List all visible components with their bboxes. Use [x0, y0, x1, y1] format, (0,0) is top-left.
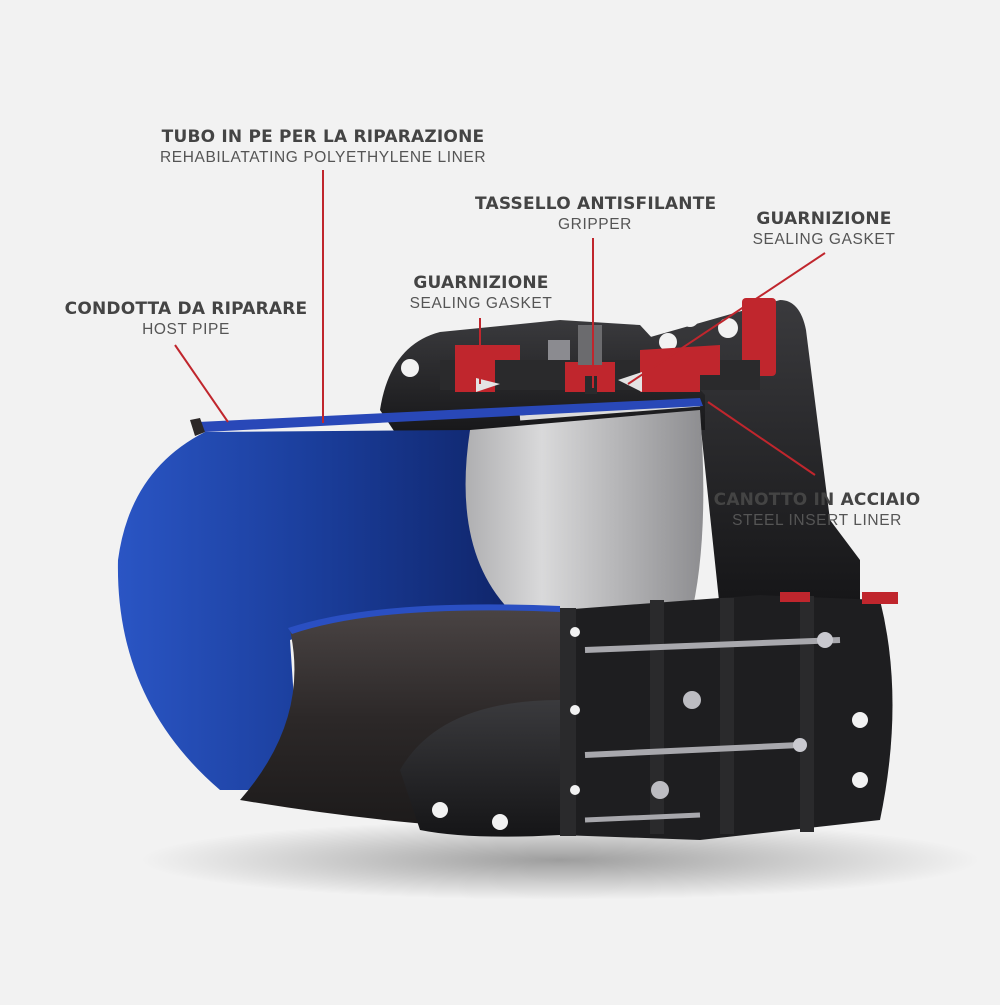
steel-liner-inner	[455, 410, 704, 620]
gasket-right-subtitle: SEALING GASKET	[752, 230, 896, 248]
host-pipe-title: CONDOTTA DA RIPARARE	[64, 299, 308, 319]
host-pipe-subtitle: HOST PIPE	[142, 320, 230, 338]
label-gasket-left: GUARNIZIONE SEALING GASKET	[405, 273, 557, 312]
steel-liner-subtitle: STEEL INSERT LINER	[732, 511, 902, 529]
gripper-subtitle: GRIPPER	[558, 215, 632, 233]
gasket-right-title: GUARNIZIONE	[756, 209, 892, 229]
lower-coupling	[400, 592, 898, 840]
label-gripper: TASSELLO ANTISFILANTE GRIPPER	[475, 194, 717, 233]
leader-gasket-right	[627, 252, 826, 385]
gasket-left-subtitle: SEALING GASKET	[409, 294, 553, 312]
pe-liner-title: TUBO IN PE PER LA RIPARAZIONE	[161, 127, 485, 147]
pe-liner-lip	[288, 604, 560, 634]
label-host-pipe: CONDOTTA DA RIPARARE HOST PIPE	[60, 299, 312, 338]
leader-host-pipe	[174, 344, 229, 423]
pe-liner-subtitle: REHABILATATING POLYETHYLENE LINER	[160, 148, 487, 166]
ground-shadow	[140, 820, 980, 900]
leader-steel-liner	[707, 401, 816, 476]
label-pe-liner: TUBO IN PE PER LA RIPARAZIONE REHABILATA…	[160, 127, 487, 166]
host-pipe-rim	[190, 418, 205, 436]
gripper-title: TASSELLO ANTISFILANTE	[475, 194, 717, 214]
pe-liner-top	[198, 398, 703, 432]
label-steel-liner: CANOTTO IN ACCIAIO STEEL INSERT LINER	[703, 490, 931, 529]
gasket-left-title: GUARNIZIONE	[413, 273, 549, 293]
leader-lines	[174, 170, 826, 476]
steel-liner-title: CANOTTO IN ACCIAIO	[713, 490, 921, 510]
pe-liner-inner	[117, 430, 521, 790]
label-gasket-right: GUARNIZIONE SEALING GASKET	[748, 209, 900, 248]
coupling-section	[440, 325, 760, 394]
